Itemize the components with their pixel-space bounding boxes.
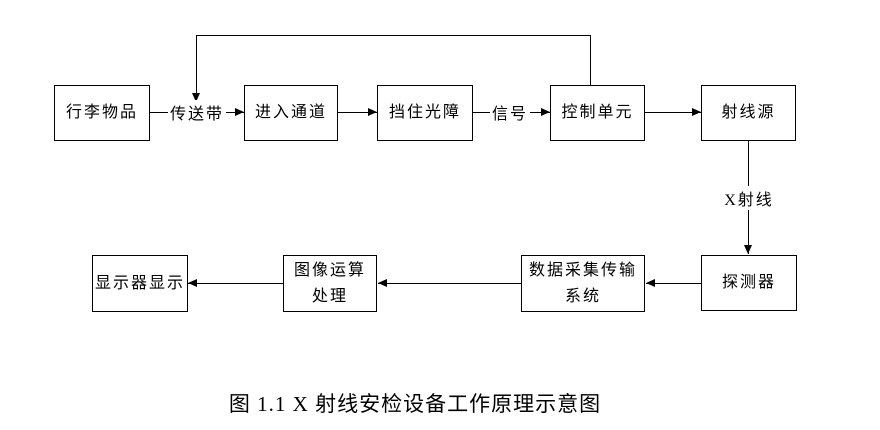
edge-daq-to-image xyxy=(378,283,521,284)
arrowhead-right-icon xyxy=(541,108,550,116)
box-block-light-barrier: 挡住光障 xyxy=(377,85,473,141)
arrowhead-down-icon xyxy=(744,245,752,254)
edge-feedback-horizontal-top xyxy=(196,35,591,36)
arrowhead-left-icon xyxy=(188,279,197,287)
box-monitor-display: 显示器显示 xyxy=(92,255,188,312)
box-data-acquisition-transmission-system: 数据采集传输 系统 xyxy=(521,255,645,312)
box-control-unit: 控制单元 xyxy=(550,85,645,141)
box-image-processing: 图像运算 处理 xyxy=(283,255,377,312)
arrowhead-left-icon xyxy=(378,279,387,287)
arrowhead-right-icon xyxy=(692,108,701,116)
edge-label-xray: X射线 xyxy=(722,186,776,210)
edge-feedback-vertical-right xyxy=(590,35,591,86)
edge-detector-to-daq xyxy=(646,283,701,284)
box-detector: 探测器 xyxy=(701,255,797,311)
edge-image-to-display xyxy=(188,283,283,284)
edge-label-conveyor-belt: 传送带 xyxy=(167,100,227,124)
edge-feedback-vertical-left xyxy=(196,35,197,94)
box-luggage-items: 行李物品 xyxy=(54,85,150,141)
box-enter-channel: 进入通道 xyxy=(244,85,338,141)
figure-caption: 图 1.1 X 射线安检设备工作原理示意图 xyxy=(228,392,602,416)
edge-control-to-source xyxy=(645,112,701,113)
arrowhead-right-icon xyxy=(235,108,244,116)
arrowhead-down-icon xyxy=(192,93,200,102)
arrowhead-left-icon xyxy=(646,279,655,287)
arrowhead-right-icon xyxy=(368,108,377,116)
edge-label-signal: 信号 xyxy=(489,100,531,124)
edge-channel-to-barrier xyxy=(338,112,377,113)
box-ray-source: 射线源 xyxy=(701,85,796,141)
